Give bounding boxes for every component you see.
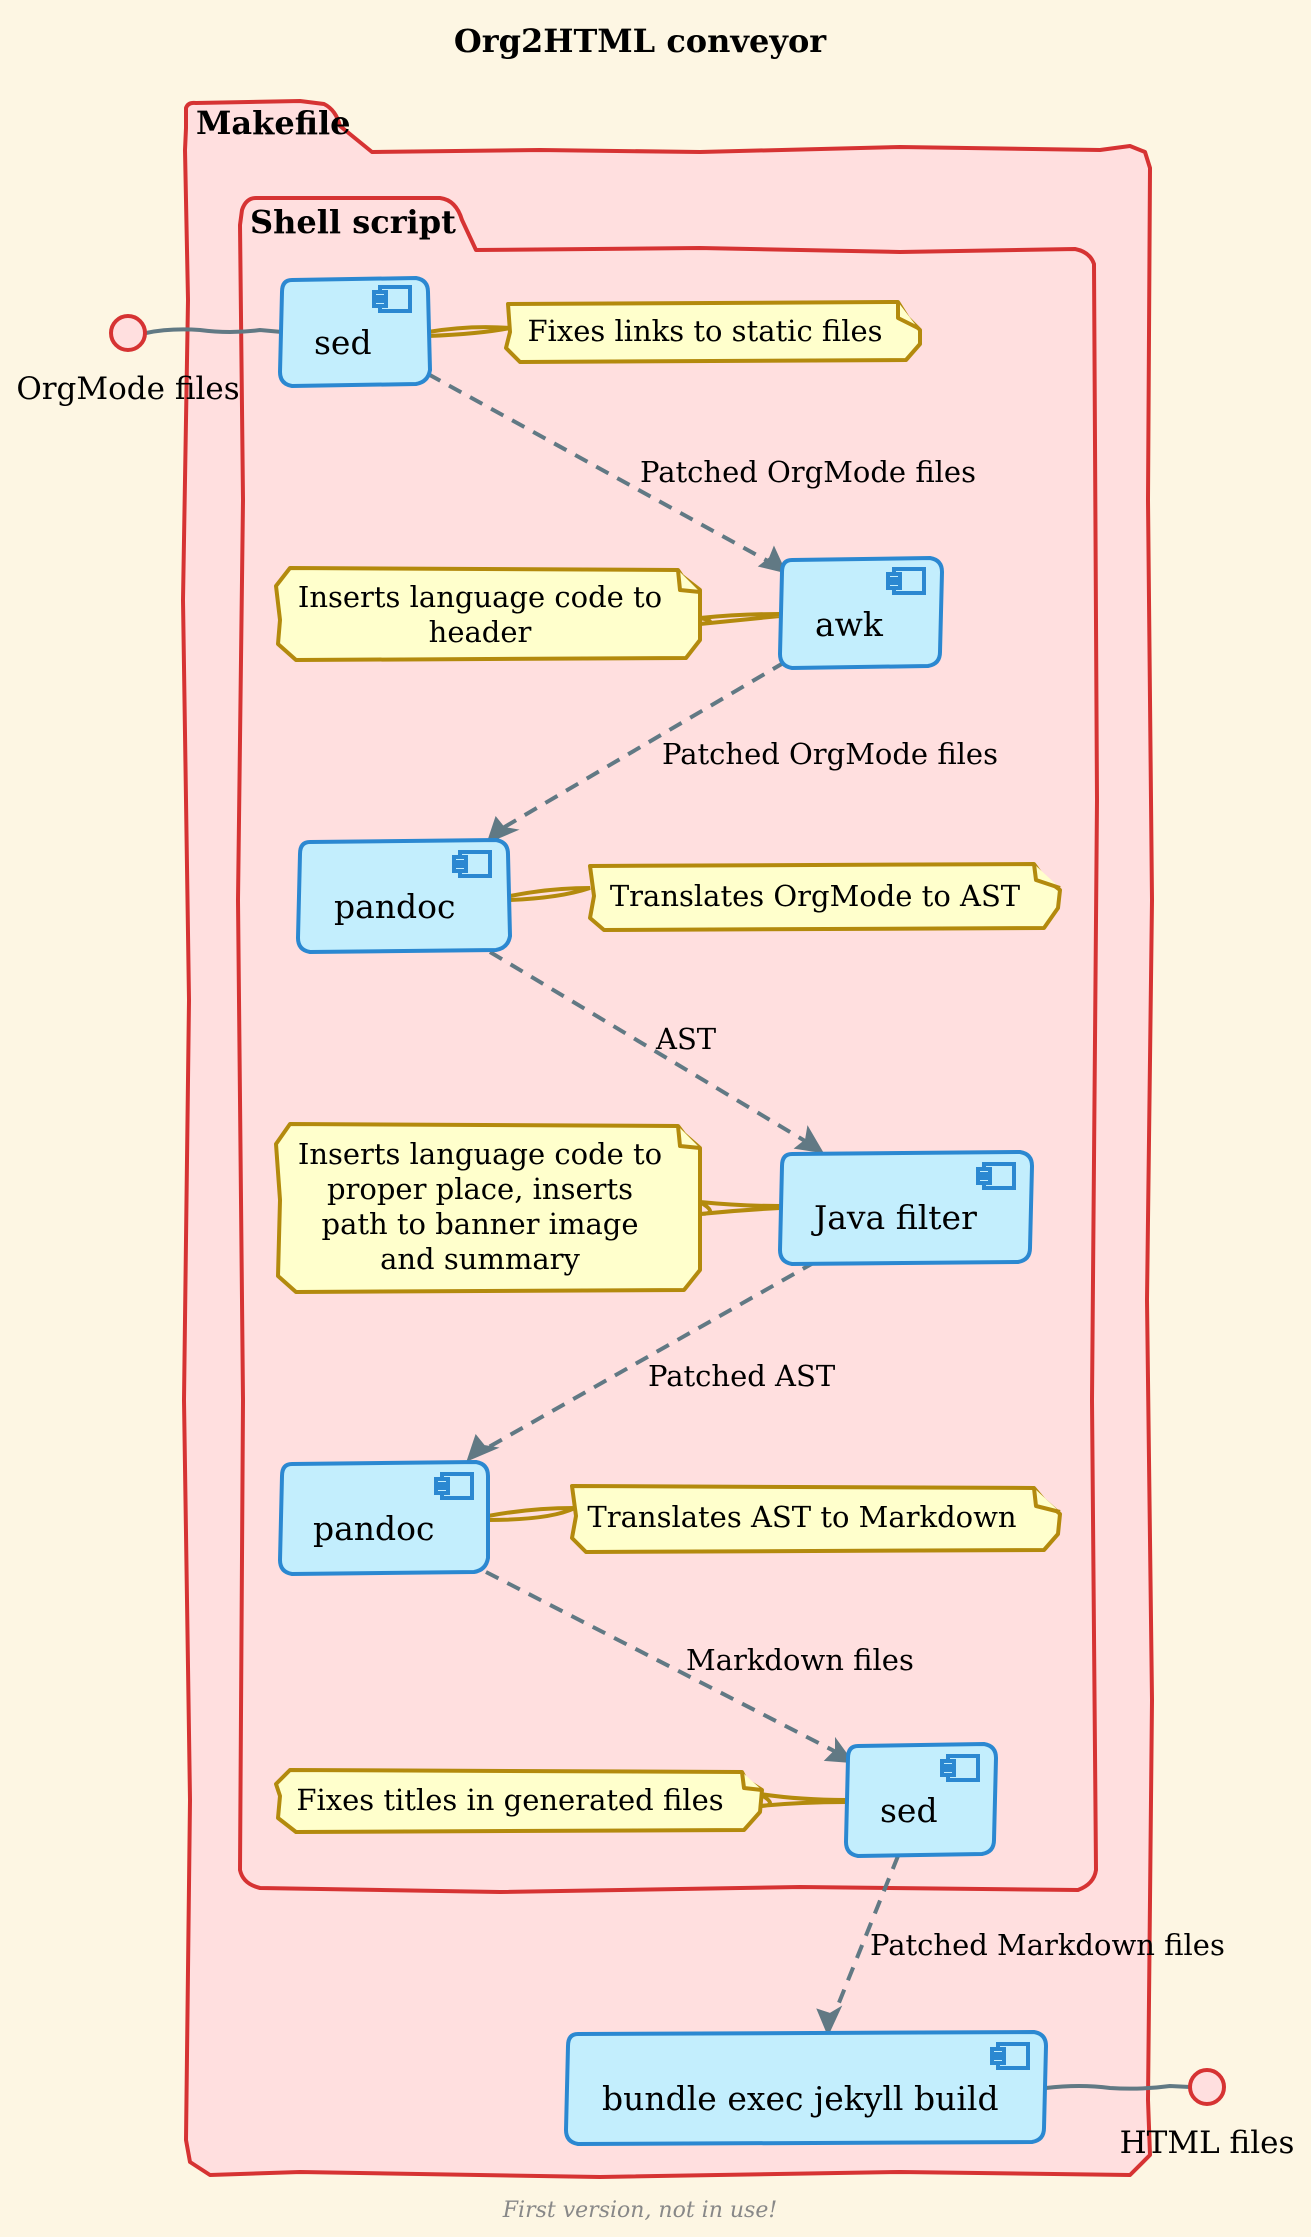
iface-input-label: OrgMode files — [16, 371, 239, 407]
diagram-footer: First version, not in use! — [502, 2198, 777, 2223]
note-pandoc2-text: Translates AST to Markdown — [587, 1500, 1016, 1534]
edge-awk-pandoc1 — [494, 660, 787, 834]
note-line: and summary — [380, 1242, 580, 1276]
iface-line-output — [1045, 2083, 1191, 2091]
edge-awk-pandoc1-label: Patched OrgMode files — [662, 737, 998, 771]
iface-line-input — [145, 327, 283, 335]
note-sed1: Fixes links to static files — [504, 300, 922, 364]
edge-pandoc1-java-label: AST — [655, 1022, 717, 1056]
note-link-sed2 — [758, 1792, 847, 1808]
component-icon — [886, 567, 926, 595]
component-java-filter: Java filter — [777, 1149, 1035, 1267]
package-makefile-label: Makefile — [196, 104, 350, 142]
component-java-filter-label: Java filter — [811, 1198, 977, 1237]
note-sed2-text: Fixes titles in generated files — [296, 1783, 723, 1817]
diagram-title: Org2HTML conveyor — [454, 22, 827, 60]
note-link-pandoc1 — [509, 886, 591, 902]
component-pandoc1: pandoc — [295, 837, 513, 955]
note-sed2: Fixes titles in generated files — [274, 1768, 764, 1834]
edge-java-pandoc2-label: Patched AST — [648, 1359, 836, 1393]
component-icon — [990, 2042, 1030, 2070]
edge-pandoc2-sed2-label: Markdown files — [686, 1643, 914, 1677]
component-pandoc1-label: pandoc — [334, 887, 456, 926]
package-shell-script-label: Shell script — [250, 203, 456, 241]
edge-pandoc2-sed2 — [485, 1570, 841, 1756]
edge-sed1-awk-arrowhead — [757, 545, 787, 574]
edge-awk-pandoc1-arrowhead — [486, 815, 520, 844]
component-jekyll-label: bundle exec jekyll build — [602, 2079, 999, 2118]
note-line: Translates OrgMode to AST — [610, 879, 1021, 913]
note-link-awk — [699, 612, 781, 626]
component-sed2-label: sed — [880, 1791, 938, 1830]
edge-sed2-jekyll-arrowhead — [816, 2005, 843, 2037]
edge-pandoc2-sed2-arrowhead — [823, 1736, 855, 1764]
component-sed1: sed — [277, 275, 433, 389]
component-icon — [434, 1472, 474, 1500]
edge-sed1-awk — [427, 372, 776, 567]
edge-sed2-jekyll — [830, 1855, 900, 2021]
component-jekyll: bundle exec jekyll build — [563, 2029, 1049, 2147]
note-line: header — [429, 615, 532, 649]
note-pandoc2: Translates AST to Markdown — [570, 1484, 1062, 1554]
component-pandoc2-label: pandoc — [313, 1509, 435, 1548]
component-icon — [452, 850, 492, 878]
note-sed1-text: Fixes links to static files — [527, 314, 882, 348]
component-icon — [940, 1754, 980, 1782]
component-icon — [372, 285, 412, 313]
component-icon — [976, 1162, 1016, 1190]
note-link-java — [698, 1200, 781, 1216]
note-line: path to banner image — [322, 1207, 639, 1241]
edge-pandoc1-java-arrowhead — [793, 1125, 824, 1154]
component-sed1-label: sed — [314, 323, 372, 362]
component-awk-label: awk — [815, 605, 884, 644]
iface-output-icon — [1188, 2068, 1226, 2106]
note-line: proper place, inserts — [327, 1172, 633, 1206]
edge-sed1-awk-label: Patched OrgMode files — [640, 455, 976, 489]
note-line: Inserts language code to — [298, 1137, 662, 1171]
note-line: Inserts language code to — [298, 580, 662, 614]
edge-java-pandoc2 — [479, 1260, 816, 1454]
component-awk: awk — [777, 555, 945, 671]
edge-java-pandoc2-arrowhead — [466, 1433, 500, 1462]
component-pandoc2: pandoc — [277, 1459, 490, 1577]
note-pandoc1: Translates OrgMode to AST — [588, 862, 1062, 932]
iface-input-icon — [109, 314, 147, 352]
edge-sed2-jekyll-label: Patched Markdown files — [870, 1928, 1225, 1962]
note-line: Fixes links to static files — [527, 314, 882, 348]
note-line: Translates AST to Markdown — [587, 1500, 1016, 1534]
component-sed2: sed — [843, 1741, 999, 1859]
iface-output-label: HTML files — [1120, 2125, 1295, 2161]
note-line: Fixes titles in generated files — [296, 1783, 723, 1817]
note-pandoc1-text: Translates OrgMode to AST — [610, 879, 1021, 913]
